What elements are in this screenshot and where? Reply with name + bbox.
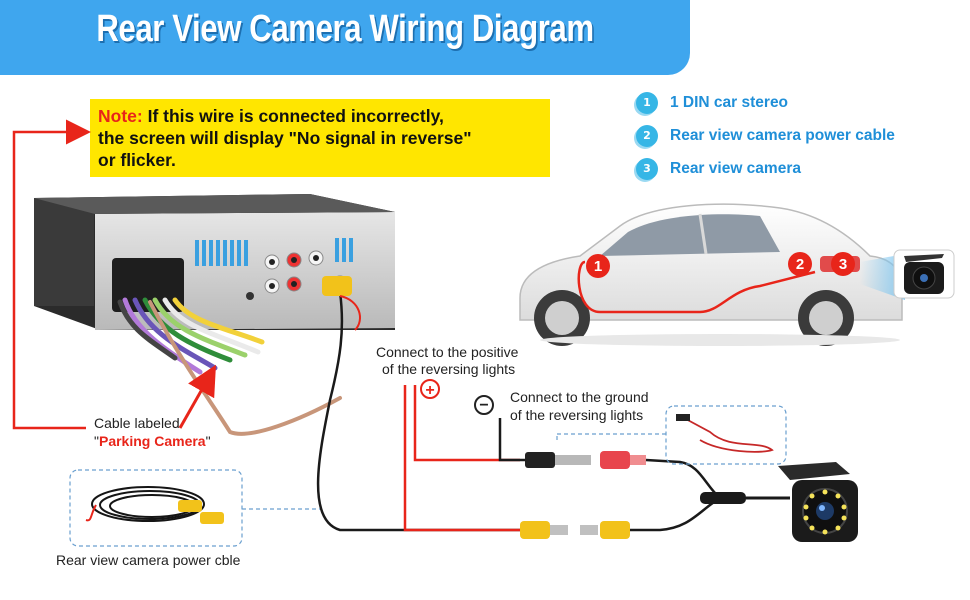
note-line-3: or flicker. [98,150,176,170]
svg-text:+: + [425,382,434,399]
car-marker-1: 1 [586,254,610,278]
cable-label-line-1: Cable labeled [94,415,180,431]
car-marker-1-label: 1 [594,258,602,275]
legend-label: Rear view camera [670,160,801,177]
coiled-power-cable [85,486,224,524]
positive-label-line-1: Connect to the positive [376,344,519,360]
rca-video-connectors [520,496,721,539]
legend-label: Rear view camera power cable [670,127,895,144]
legend-item-power-cable: 2 Rear view camera power cable [636,125,936,149]
camera-cable [700,492,790,504]
note-label: Note: [98,106,143,126]
minus-symbol: − [474,395,494,415]
ground-label-line-1: Connect to the ground [510,389,649,405]
callout-boxes [69,405,787,547]
video-cable [316,276,520,532]
cable-label-line-2: "Parking Camera" [94,432,211,450]
power-cable-detail [676,414,774,453]
positive-wires [403,385,520,532]
rear-camera [778,462,858,542]
parking-camera-label: Parking Camera [98,433,206,449]
note-line-1: If this wire is connected incorrectly, [142,106,444,126]
title-banner: Rear View Camera Wiring Diagram [0,0,690,75]
legend-number-badge: 1 [636,92,658,114]
car-marker-3-label: 3 [839,256,847,273]
wire-harness [117,297,342,436]
cable-pointer-arrow [178,364,216,429]
car-marker-2-label: 2 [796,256,804,273]
note-line-2: the screen will display "No signal in re… [98,128,472,148]
power-cable-caption: Rear view camera power cble [56,552,241,568]
positive-label-line-2: of the reversing lights [382,361,516,377]
car-illustration [519,203,955,346]
car-marker-2: 2 [788,252,812,276]
legend-number-badge: 2 [636,125,658,147]
legend-label: 1 DIN car stereo [670,94,789,111]
car-stereo-unit [34,194,395,330]
legend-item-stereo: 1 1 DIN car stereo [636,92,936,116]
quote-open: " [94,433,99,449]
legend-item-camera: 3 Rear view camera [636,158,936,182]
plus-symbol: + [420,379,440,399]
car-marker-3: 3 [831,252,855,276]
ground-label-line-2: of the reversing lights [510,407,644,423]
dc-power-connectors [525,451,721,499]
ground-wire [498,418,525,462]
note-box: Note: If this wire is connected incorrec… [90,99,550,177]
quote-close: " [205,433,211,449]
svg-text:−: − [479,397,488,414]
legend-number-badge: 3 [636,158,658,180]
note-text: Note: If this wire is connected incorrec… [98,105,472,171]
warning-arrow [12,119,91,430]
page-title: Rear View Camera Wiring Diagram [96,8,594,50]
